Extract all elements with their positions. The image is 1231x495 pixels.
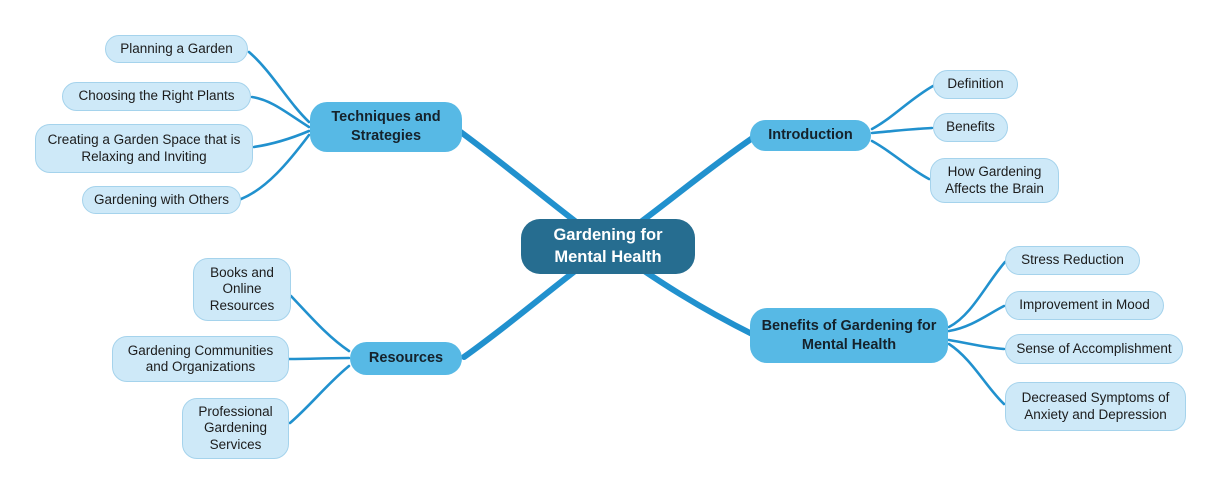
branch-benefits-of-gardening-for-mental-health[interactable]: Benefits of Gardening for Mental Health <box>750 308 948 363</box>
leaf-choosing-the-right-plants[interactable]: Choosing the Right Plants <box>62 82 251 111</box>
edge-benefits-to-decreased <box>947 342 1006 406</box>
leaf-label: Books and Online Resources <box>209 264 275 313</box>
leaf-benefits[interactable]: Benefits <box>933 113 1008 142</box>
edge-introduction-to-how <box>870 139 931 181</box>
branch-label: Introduction <box>768 127 853 144</box>
leaf-label: Stress Reduction <box>1021 252 1124 268</box>
leaf-label: Gardening Communities and Organizations <box>127 342 274 374</box>
branch-label: Techniques and Strategies <box>331 109 441 144</box>
leaf-sense-of-accomplishment[interactable]: Sense of Accomplishment <box>1005 334 1183 364</box>
edge-resources-to-books <box>289 294 351 353</box>
leaf-label: Creating a Garden Space that is Relaxing… <box>47 132 241 164</box>
branch-label: Benefits of Gardening for Mental Health <box>761 317 937 353</box>
leaf-gardening-communities-and-organizations[interactable]: Gardening Communities and Organizations <box>112 336 289 382</box>
leaf-planning-a-garden[interactable]: Planning a Garden <box>105 35 248 63</box>
node-root-gardening-for-mental-health[interactable]: Gardening for Mental Health <box>521 219 695 274</box>
edge-resources-to-communities <box>287 356 351 361</box>
edge-introduction-to-definition <box>870 84 935 131</box>
edge-techniques-to-creating <box>252 129 311 149</box>
leaf-label: Decreased Symptoms of Anxiety and Depres… <box>1021 390 1170 422</box>
leaf-label: How Gardening Affects the Brain <box>945 164 1044 196</box>
edge-techniques-to-planning <box>247 50 311 124</box>
leaf-label: Choosing the Right Plants <box>78 88 235 104</box>
leaf-stress-reduction[interactable]: Stress Reduction <box>1005 246 1140 275</box>
leaf-label: Definition <box>947 76 1004 92</box>
edge-benefits-to-mood <box>947 304 1006 333</box>
leaf-definition[interactable]: Definition <box>933 70 1018 99</box>
branch-label: Resources <box>368 350 444 367</box>
edge-techniques-to-others <box>239 133 311 201</box>
leaf-improvement-in-mood[interactable]: Improvement in Mood <box>1005 291 1164 320</box>
leaf-label: Gardening with Others <box>93 191 230 207</box>
leaf-books-and-online-resources[interactable]: Books and Online Resources <box>193 258 291 321</box>
leaf-gardening-with-others[interactable]: Gardening with Others <box>82 186 241 214</box>
branch-techniques-and-strategies[interactable]: Techniques and Strategies <box>310 102 462 152</box>
leaf-decreased-symptoms-anxiety-depression[interactable]: Decreased Symptoms of Anxiety and Depres… <box>1005 382 1186 431</box>
leaf-label: Benefits <box>946 119 995 135</box>
edge-benefits-to-accomplishment <box>947 338 1006 351</box>
edge-techniques-to-choosing <box>250 95 311 129</box>
leaf-label: Planning a Garden <box>120 40 233 56</box>
branch-introduction[interactable]: Introduction <box>750 120 871 151</box>
leaf-how-gardening-affects-the-brain[interactable]: How Gardening Affects the Brain <box>930 158 1059 203</box>
leaf-label: Improvement in Mood <box>1019 297 1150 313</box>
branch-resources[interactable]: Resources <box>350 342 462 375</box>
leaf-creating-a-garden-space[interactable]: Creating a Garden Space that is Relaxing… <box>35 124 253 173</box>
leaf-label: Sense of Accomplishment <box>1016 340 1172 356</box>
edge-benefits-to-stress <box>947 260 1007 329</box>
edge-introduction-to-benefits <box>870 126 934 135</box>
leaf-label: Professional Gardening Services <box>198 403 273 452</box>
edge-resources-to-professional <box>288 364 351 425</box>
root-label: Gardening for Mental Health <box>553 226 663 266</box>
leaf-professional-gardening-services[interactable]: Professional Gardening Services <box>182 398 289 459</box>
